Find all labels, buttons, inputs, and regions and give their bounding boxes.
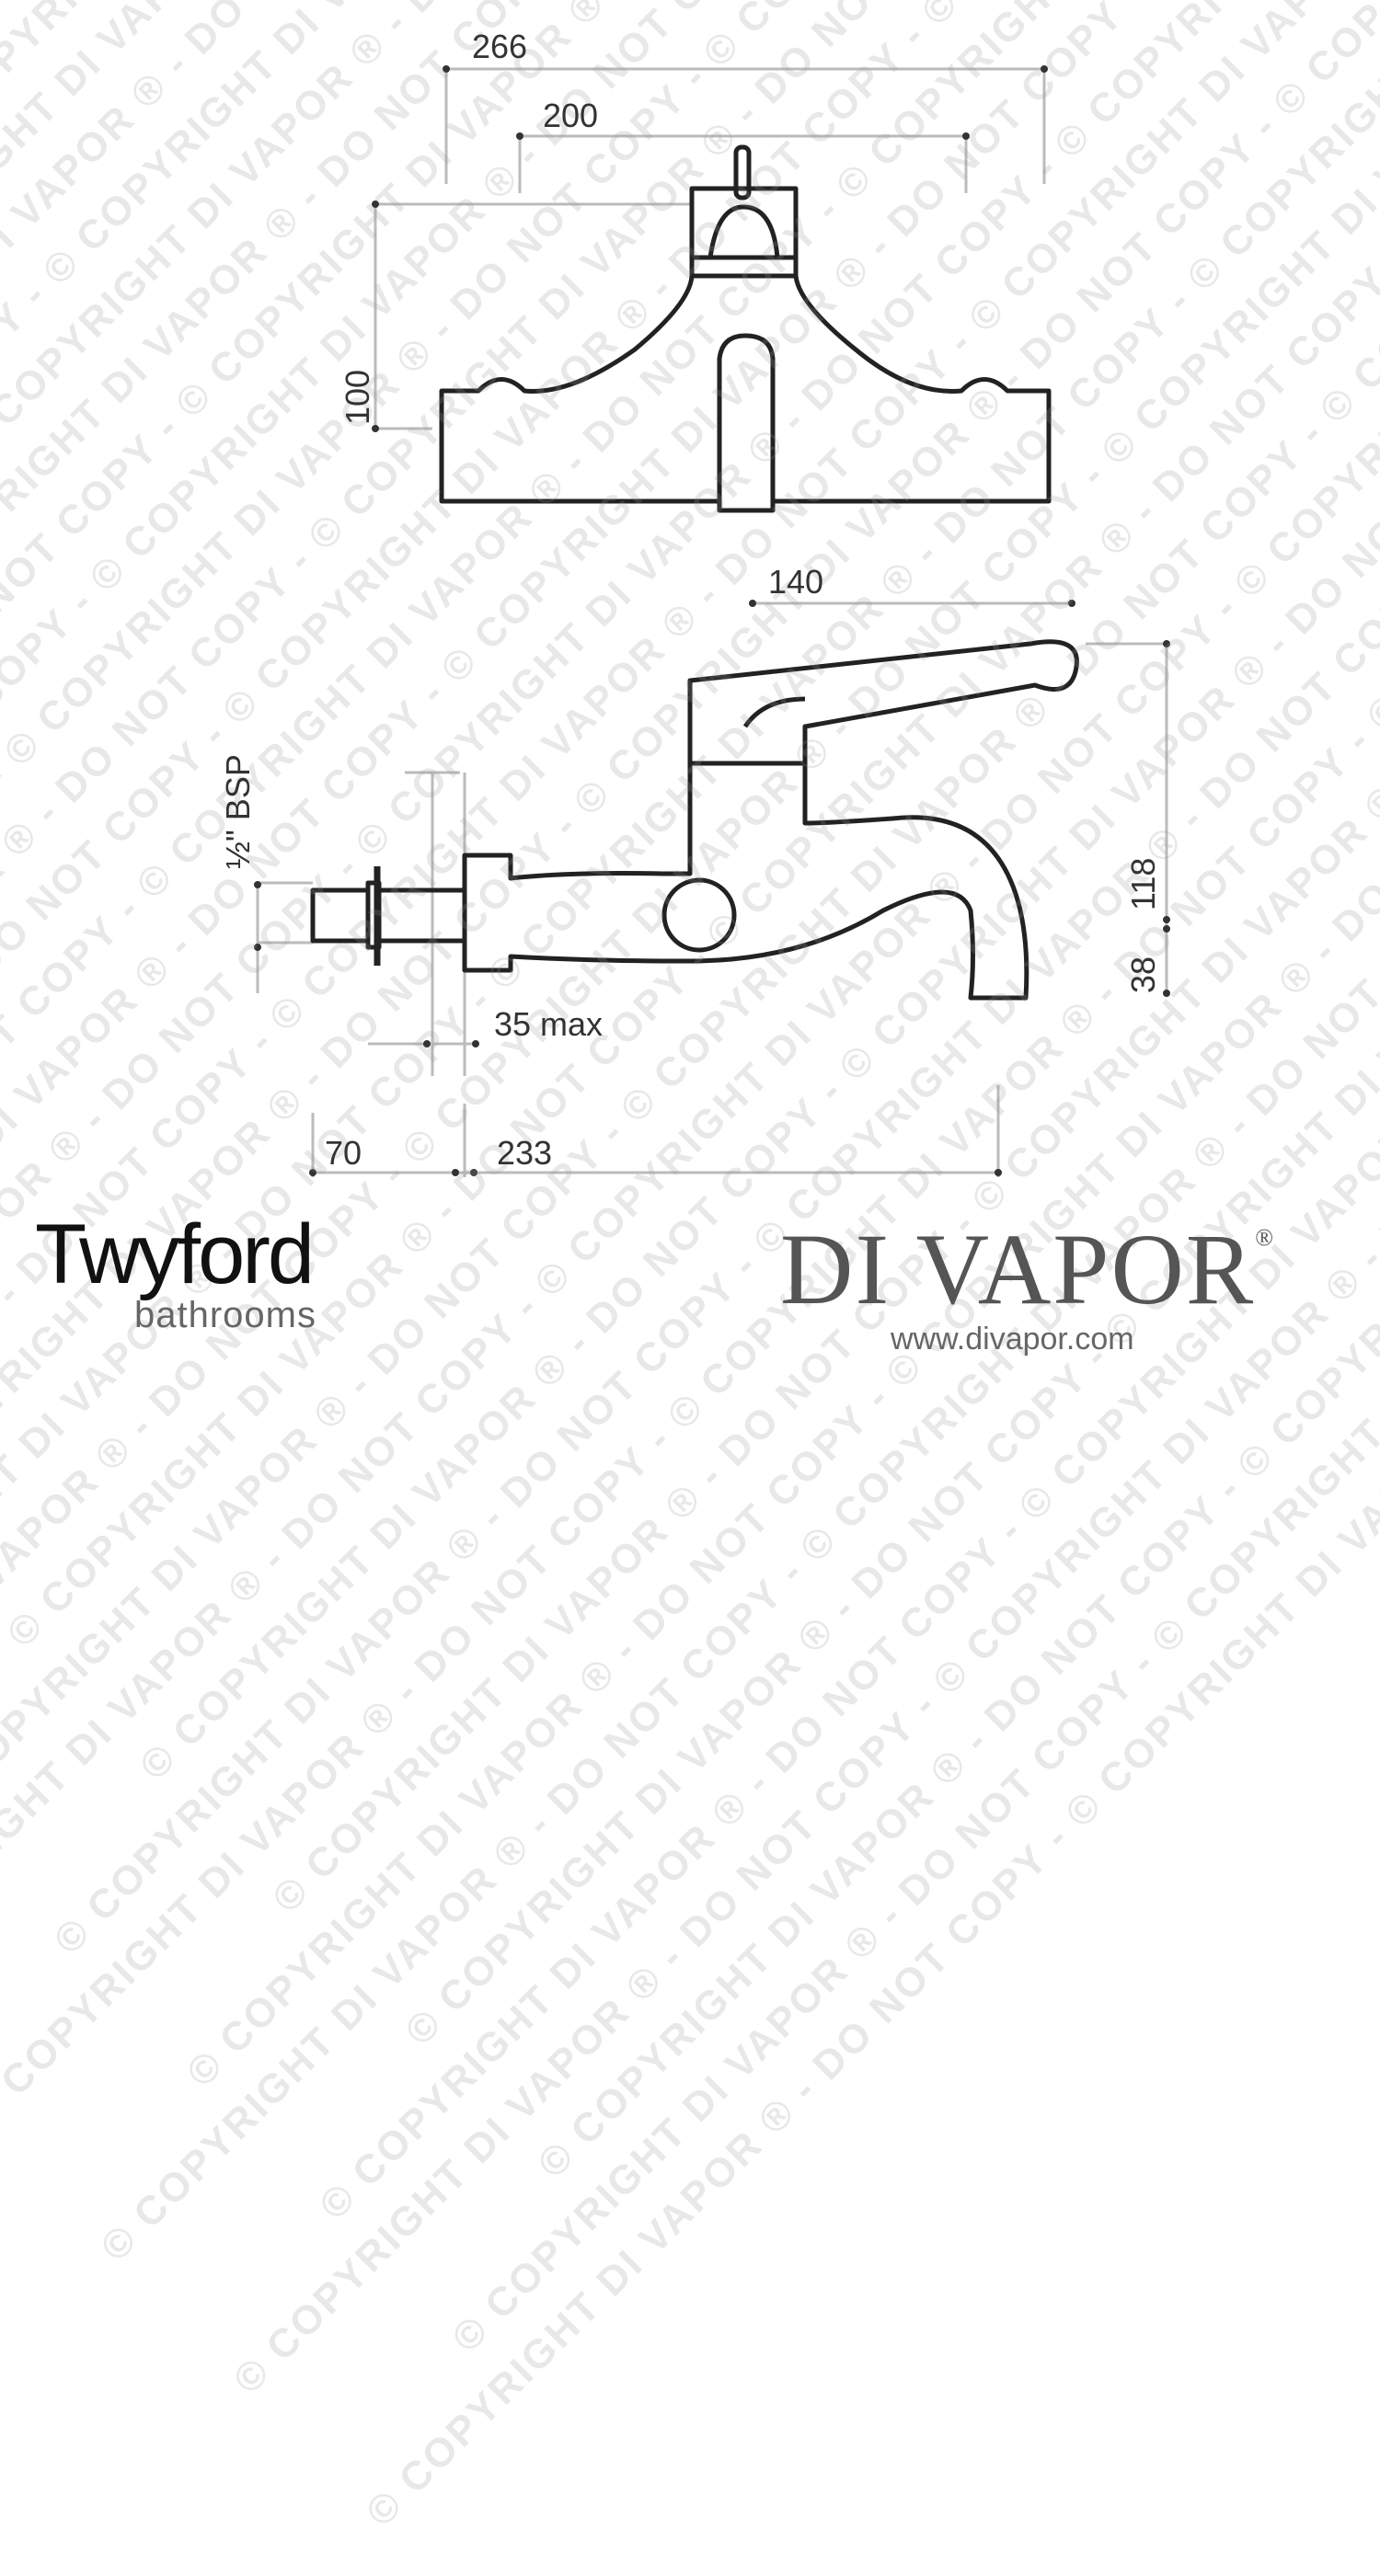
dim-100: 100 bbox=[339, 369, 376, 425]
tap-technical-drawing bbox=[254, 65, 1170, 1177]
side-view bbox=[310, 639, 1079, 1001]
dim-35-max: 35 max bbox=[494, 1005, 604, 1043]
dim-38: 38 bbox=[1124, 956, 1162, 993]
dimension-lines bbox=[256, 67, 1168, 1177]
dim-70: 70 bbox=[325, 1134, 362, 1172]
divapor-logo: DI VAPOR® www.divapor.com bbox=[780, 1213, 1276, 1357]
dim-233: 233 bbox=[497, 1134, 553, 1172]
twyford-logo: Twyford bathrooms bbox=[35, 1208, 316, 1335]
dim-200: 200 bbox=[543, 97, 599, 134]
website-url: www.divapor.com bbox=[891, 1322, 1134, 1357]
dimension-dots bbox=[254, 65, 1170, 1176]
top-view bbox=[439, 144, 1052, 513]
dim-118: 118 bbox=[1124, 857, 1162, 910]
dim-266: 266 bbox=[472, 28, 528, 65]
dim-bsp: ½" BSP bbox=[219, 754, 257, 869]
dim-140: 140 bbox=[768, 563, 824, 601]
